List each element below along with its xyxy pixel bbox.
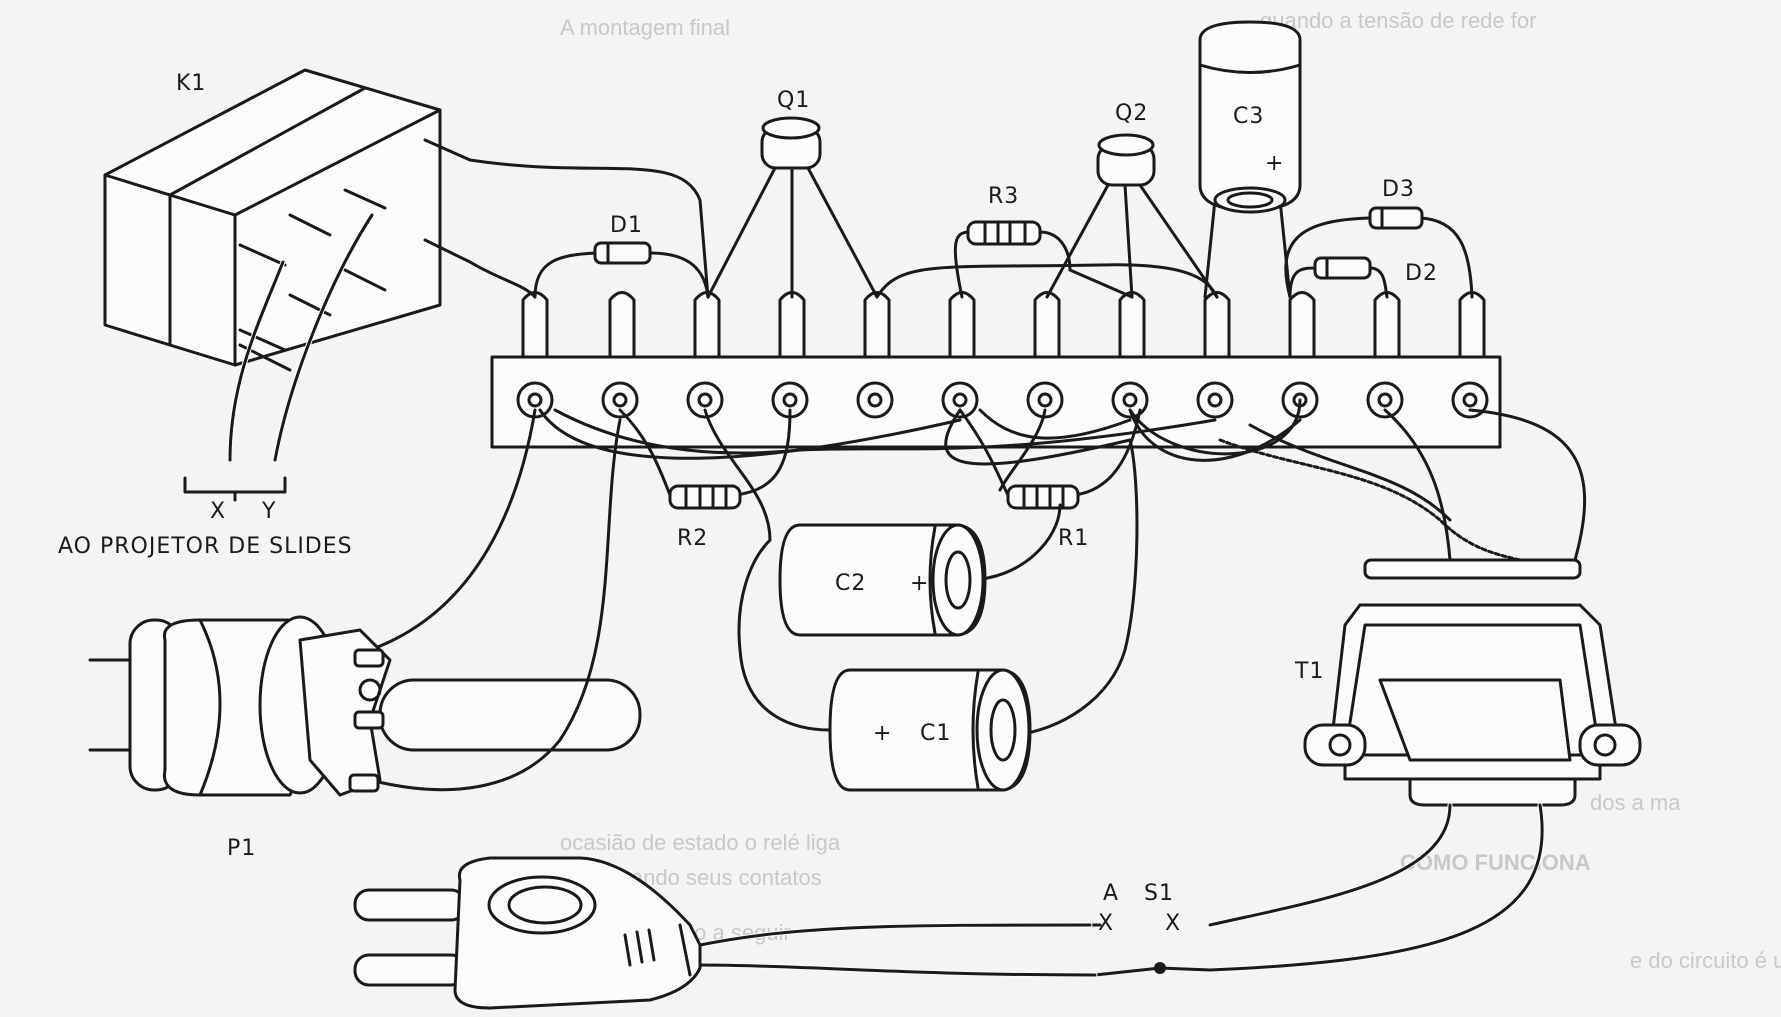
- background-text-line: ocasião de estado o relé liga: [560, 830, 841, 855]
- label-c3: C3: [1233, 104, 1264, 129]
- capacitor-c2: C2 +: [703, 408, 1062, 637]
- background-text-line: quando a tensão de rede for: [1260, 8, 1536, 33]
- resistor-r3: R3: [953, 184, 1134, 299]
- label-c2: C2: [835, 571, 866, 596]
- label-p1: P1: [227, 836, 256, 861]
- transformer-t1: T1: [1207, 408, 1642, 973]
- projector-leads: X Y AO PROJETOR DE SLIDES: [58, 212, 375, 559]
- label-c3-plus: +: [1265, 151, 1284, 176]
- diode-d2: D2: [1288, 256, 1438, 299]
- diode-d3: D3: [1284, 177, 1474, 299]
- label-d1: D1: [610, 213, 643, 238]
- relay-wires: [468, 158, 710, 299]
- label-q1: Q1: [777, 88, 810, 113]
- capacitor-c3: C3 +: [1198, 20, 1302, 299]
- label-q2: Q2: [1115, 101, 1148, 126]
- terminal-screws: [516, 381, 1489, 419]
- label-s1: S1: [1144, 881, 1174, 906]
- resistor-r2: R2: [618, 408, 792, 551]
- background-text-line: dos a ma: [1590, 790, 1681, 815]
- capacitor-c1: + C1: [737, 438, 1139, 792]
- label-r3: R3: [988, 184, 1019, 209]
- background-page-text: quando a tensão de rede for COMO FUNCION…: [560, 8, 1781, 973]
- transistor-q1: Q1: [706, 88, 879, 299]
- projector-caption: AO PROJETOR DE SLIDES: [58, 534, 353, 559]
- transistor-q2: Q2: [1045, 101, 1219, 299]
- lower-wiring: [538, 398, 1302, 492]
- label-c1-plus: +: [873, 721, 892, 746]
- label-d2: D2: [1405, 261, 1438, 286]
- resistor-r1: R1: [958, 408, 1142, 551]
- diode-d1: D1: [533, 213, 710, 299]
- background-text-heading: COMO FUNCIONA: [1400, 850, 1591, 875]
- solder-lugs: [521, 291, 1486, 359]
- top-bridge-wire: [875, 263, 1219, 299]
- label-c1: C1: [920, 721, 951, 746]
- label-t1: T1: [1294, 659, 1324, 684]
- label-k1: K1: [176, 71, 206, 96]
- label-d3: D3: [1382, 177, 1415, 202]
- label-s1-x1: X: [1098, 911, 1114, 936]
- background-text-line: e do circuito é um multivibr: [1630, 948, 1781, 973]
- label-s1-x2: X: [1165, 911, 1181, 936]
- label-c2-plus: +: [910, 571, 929, 596]
- label-r1: R1: [1058, 526, 1089, 551]
- label-x: X: [210, 499, 226, 524]
- label-y: Y: [261, 499, 276, 524]
- terminal-strip: [490, 291, 1502, 449]
- label-r2: R2: [677, 526, 708, 551]
- background-text-line: A montagem final: [560, 15, 730, 40]
- relay-k1: K1: [103, 68, 472, 372]
- connector-p1: P1: [88, 408, 643, 861]
- label-a: A: [1103, 881, 1119, 906]
- mains-plug: [353, 856, 1098, 1010]
- switch-s1: A S1 X X: [1088, 881, 1212, 977]
